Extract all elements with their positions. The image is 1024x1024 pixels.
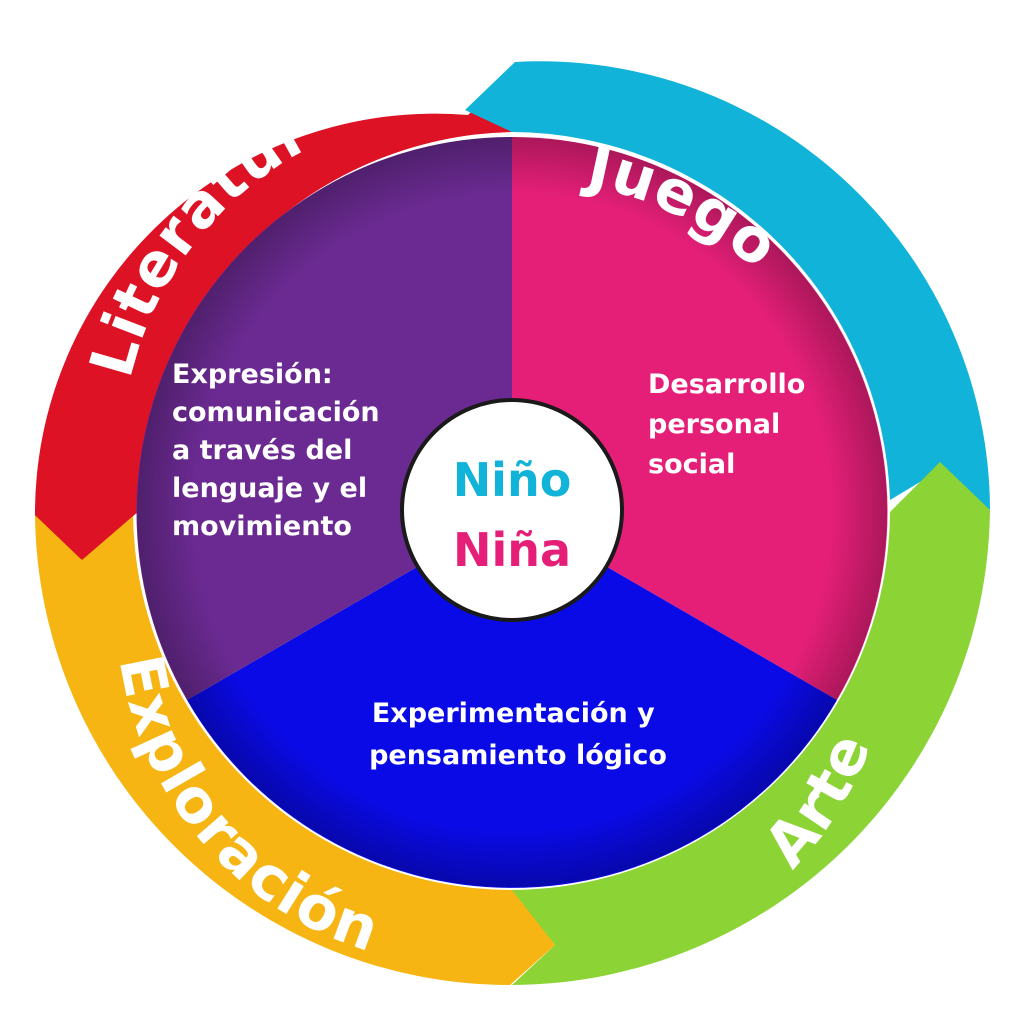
- ring-segment-arte: [510, 462, 990, 985]
- sector-personal-text: Desarrollo personal social: [648, 369, 815, 480]
- center-circle: [400, 398, 624, 622]
- sector-logico-text: Experimentación y pensamiento lógico: [369, 698, 667, 771]
- ring-segment-literatura-head: [35, 470, 140, 560]
- outer-ring: [34, 61, 990, 985]
- center-badge: Niño Niña: [400, 398, 624, 622]
- sector-expresion-text: Expresión: comunicación a través del len…: [172, 359, 389, 542]
- center-label-nina: Niña: [453, 523, 571, 577]
- center-label-nino: Niño: [453, 453, 572, 507]
- ring-segment-exploracion: [35, 512, 555, 985]
